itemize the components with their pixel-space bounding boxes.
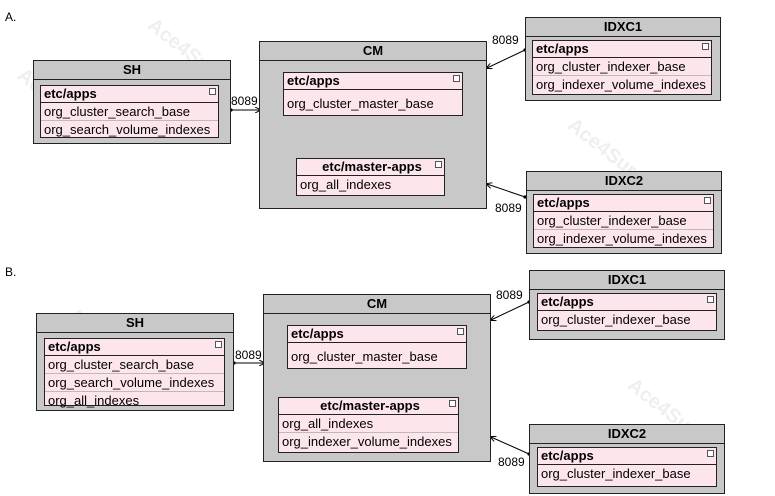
folder-title: etc/apps	[538, 294, 716, 311]
sh-title: SH	[37, 314, 233, 333]
cm-apps-folder-b: etc/apps org_cluster_master_base	[287, 325, 467, 369]
section-label-b: B.	[5, 265, 17, 279]
folder-item: org_all_indexes	[282, 416, 374, 431]
folder-title: etc/master-apps	[279, 398, 458, 415]
folder-item: org_indexer_volume_indexes	[279, 432, 458, 450]
folder-item: org_search_volume_indexes	[45, 373, 224, 391]
idxc1-apps-folder-b: etc/apps org_cluster_indexer_base	[537, 293, 717, 331]
folder-item: org_cluster_master_base	[291, 349, 438, 364]
cm-title: CM	[264, 295, 490, 314]
folder-item: org_cluster_search_base	[44, 104, 190, 119]
link-idxc1-cm-b	[491, 302, 529, 320]
folder-title: etc/apps	[538, 448, 716, 465]
folder-title: etc/apps	[534, 195, 713, 212]
cm-master-apps-folder-a: etc/master-apps org_all_indexes	[296, 158, 445, 196]
idxc1-title: IDXC1	[530, 271, 724, 290]
folder-item: org_cluster_indexer_base	[536, 59, 686, 74]
folder-title: etc/apps	[284, 73, 462, 90]
cm-master-apps-folder-b: etc/master-apps org_all_indexes org_inde…	[278, 397, 459, 453]
folder-item: org_cluster_indexer_base	[541, 466, 691, 481]
folder-item: org_cluster_indexer_base	[537, 213, 687, 228]
idxc1-title: IDXC1	[526, 18, 720, 37]
link-idxc2-cm-b	[491, 437, 529, 454]
folder-title: etc/master-apps	[297, 159, 444, 176]
cm-title: CM	[260, 42, 486, 61]
idxc2-apps-folder-a: etc/apps org_cluster_indexer_base org_in…	[533, 194, 714, 248]
link-idxc2-cm-a	[487, 184, 525, 197]
idxc2-title: IDXC2	[530, 425, 724, 444]
idxc2-apps-folder-b: etc/apps org_cluster_indexer_base	[537, 447, 717, 487]
folder-item: org_cluster_search_base	[48, 357, 194, 372]
sh-title: SH	[34, 61, 230, 80]
folder-title: etc/apps	[45, 339, 224, 356]
sh-apps-folder-b: etc/apps org_cluster_search_base org_sea…	[44, 338, 225, 409]
folder-item: org_search_volume_indexes	[41, 120, 218, 138]
folder-item: org_all_indexes	[300, 177, 392, 192]
folder-title: etc/apps	[533, 41, 711, 58]
sh-apps-folder-a: etc/apps org_cluster_search_base org_sea…	[40, 85, 219, 138]
port-label-sh-cm-a: 8089	[231, 94, 258, 108]
folder-title: etc/apps	[41, 86, 218, 103]
link-idxc1-cm-a	[487, 50, 525, 68]
port-label-sh-cm-b: 8089	[235, 348, 262, 362]
folder-title: etc/apps	[288, 326, 466, 343]
port-label-idxc2-cm-a: 8089	[495, 201, 522, 215]
folder-item: org_cluster_indexer_base	[541, 312, 691, 327]
folder-item: org_all_indexes	[45, 391, 224, 409]
idxc1-apps-folder-a: etc/apps org_cluster_indexer_base org_in…	[532, 40, 712, 95]
port-label-idxc1-cm-a: 8089	[492, 33, 519, 47]
port-label-idxc2-cm-b: 8089	[498, 455, 525, 469]
idxc2-title: IDXC2	[527, 172, 721, 191]
folder-item: org_indexer_volume_indexes	[534, 229, 713, 247]
section-label-a: A.	[5, 10, 17, 24]
cm-apps-folder-a: etc/apps org_cluster_master_base	[283, 72, 463, 116]
port-label-idxc1-cm-b: 8089	[496, 288, 523, 302]
folder-item: org_indexer_volume_indexes	[533, 75, 711, 93]
folder-item: org_cluster_master_base	[287, 96, 434, 111]
